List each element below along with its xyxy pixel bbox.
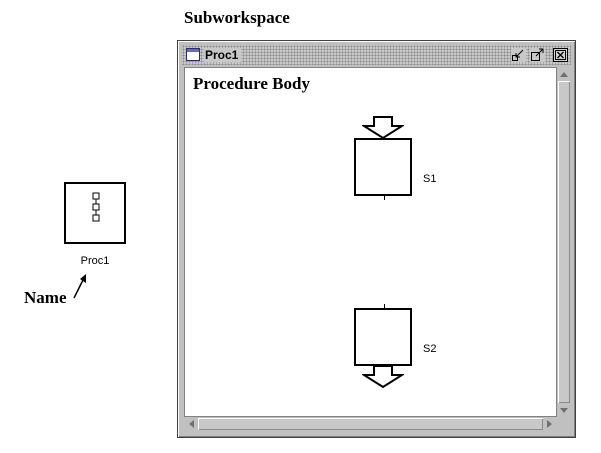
vertical-scroll-track[interactable] — [558, 81, 570, 403]
step-s1-output-connector — [384, 196, 385, 200]
procedure-icon[interactable] — [64, 182, 126, 244]
close-icon — [555, 50, 566, 60]
arrow-down-icon — [560, 408, 568, 413]
name-caption: Name — [24, 288, 67, 307]
scroll-left-button[interactable] — [184, 417, 198, 431]
step-s2-block[interactable] — [354, 308, 412, 366]
window-titlebar[interactable]: Proc1 — [182, 45, 571, 65]
window-icon — [186, 48, 200, 61]
step-s2-input-connector — [384, 304, 385, 308]
scrollbar-corner — [557, 417, 571, 431]
maximize-button[interactable] — [530, 48, 545, 62]
procedure-icon-label: Proc1 — [80, 255, 110, 267]
entry-arrow-icon — [362, 116, 404, 140]
maximize-icon — [531, 48, 544, 61]
step-s1-block[interactable] — [354, 138, 412, 196]
window-title: Proc1 — [204, 48, 242, 62]
minimize-icon — [512, 49, 524, 61]
close-button[interactable] — [553, 48, 568, 62]
scroll-up-button[interactable] — [557, 67, 571, 81]
minimize-button[interactable] — [511, 48, 526, 62]
step-s2-label: S2 — [423, 343, 437, 355]
vertical-scrollbar[interactable] — [557, 67, 571, 417]
procedure-body-canvas[interactable]: Procedure Body S1 S2 — [184, 67, 557, 417]
procedure-chain-icon — [92, 192, 100, 222]
scroll-down-button[interactable] — [557, 403, 571, 417]
subworkspace-caption: Subworkspace — [184, 8, 290, 27]
pointer-arrow-icon — [73, 274, 86, 299]
exit-arrow-icon — [362, 365, 404, 389]
procedure-body-heading: Procedure Body — [193, 74, 310, 93]
horizontal-scroll-track[interactable] — [198, 418, 543, 430]
arrow-left-icon — [189, 420, 194, 428]
arrow-up-icon — [560, 72, 568, 77]
horizontal-scrollbar[interactable] — [184, 417, 557, 431]
arrow-right-icon — [547, 420, 552, 428]
step-s1-label: S1 — [423, 173, 437, 185]
scroll-right-button[interactable] — [543, 417, 557, 431]
subworkspace-window: Proc1 Procedure Body — [177, 40, 576, 438]
